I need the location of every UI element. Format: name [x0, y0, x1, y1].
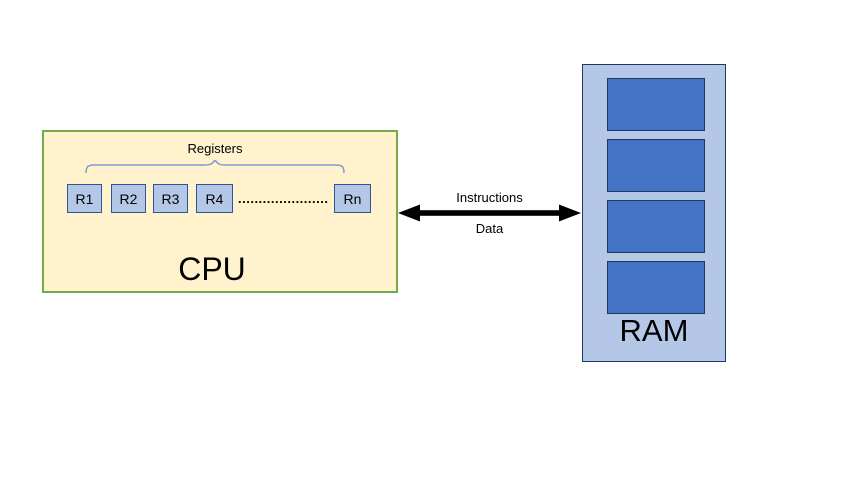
register-r3-label: R3	[161, 190, 180, 207]
ram-cell	[607, 261, 705, 314]
register-r2: R2	[111, 184, 146, 213]
ram-cell	[607, 78, 705, 131]
registers-label: Registers	[187, 141, 243, 156]
register-rn-label: Rn	[343, 190, 362, 207]
register-r4: R4	[196, 184, 233, 213]
ram-cell	[607, 139, 705, 192]
ram-box: RAM	[582, 64, 726, 362]
cpu-label: CPU	[178, 251, 246, 287]
registers-brace-icon	[85, 160, 345, 174]
register-r1-label: R1	[75, 190, 94, 207]
ram-cells	[607, 78, 705, 314]
bidirectional-arrow-icon	[398, 204, 581, 222]
registers-ellipsis: ......................	[238, 191, 329, 206]
register-r2-label: R2	[119, 190, 138, 207]
register-r1: R1	[67, 184, 102, 213]
bus-instructions-label: Instructions	[456, 190, 523, 205]
register-rn: Rn	[334, 184, 371, 213]
ram-cell	[607, 200, 705, 253]
register-r4-label: R4	[205, 190, 224, 207]
register-r3: R3	[153, 184, 188, 213]
ram-label: RAM	[619, 313, 689, 348]
bus-data-label: Data	[475, 221, 504, 236]
